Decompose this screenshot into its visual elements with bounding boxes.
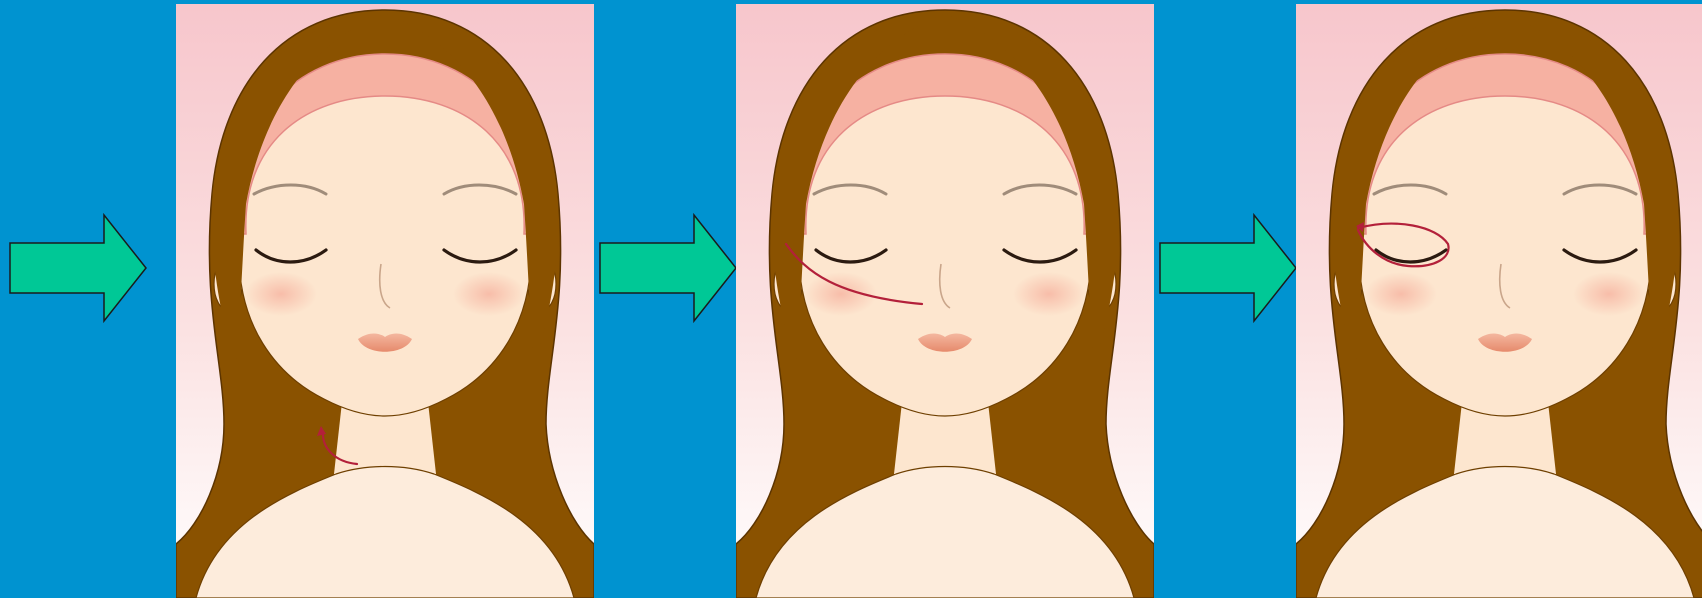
blush-left: [245, 272, 317, 316]
arrow-right-icon: [600, 215, 736, 321]
blush-right: [1013, 272, 1085, 316]
arrow-right-icon: [1160, 215, 1296, 321]
step-arrow-2: [598, 213, 738, 323]
step-arrow-3: [1158, 213, 1298, 323]
blush-right: [453, 272, 525, 316]
illustration-panel-neck-massage: [176, 4, 594, 598]
arrow-right-icon: [10, 215, 146, 321]
blush-right: [1573, 272, 1645, 316]
illustration-panel-eye-massage: [1296, 4, 1702, 598]
illustration-panel-cheek-massage: [736, 4, 1154, 598]
face: [799, 84, 1091, 416]
face: [1359, 84, 1651, 416]
step-arrow-1: [8, 213, 148, 323]
blush-left: [1365, 272, 1437, 316]
face: [239, 84, 531, 416]
